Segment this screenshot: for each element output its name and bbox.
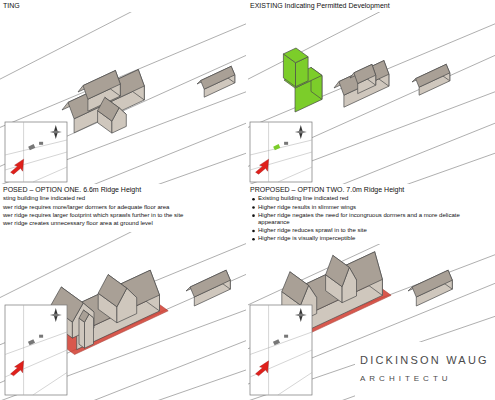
- north-point: [50, 314, 62, 317]
- panel-permitted: [248, 12, 495, 184]
- site-line: [384, 146, 495, 184]
- view-arrow: [256, 361, 269, 376]
- site-line: [135, 146, 246, 184]
- north-point: [50, 131, 62, 134]
- view-arrow: [256, 159, 269, 174]
- map-line: [250, 350, 312, 377]
- site-line: [248, 15, 495, 135]
- map-building: [284, 142, 288, 145]
- site-line: [135, 363, 246, 400]
- logo-text: DICKINSON WAUG: [360, 354, 489, 367]
- bullet-note: wer ridge requires more/larger dormers f…: [3, 204, 243, 211]
- map-line: [278, 373, 312, 396]
- roof-plane: [339, 61, 389, 96]
- view-arrow: [11, 361, 24, 376]
- location-inset: [5, 122, 67, 182]
- map-line: [33, 167, 67, 182]
- roof-plane: [201, 66, 235, 89]
- panel-existing: [0, 12, 246, 184]
- location-inset: [5, 305, 67, 395]
- site-line: [248, 84, 495, 184]
- panel-option-two: [248, 244, 495, 400]
- map-line: [268, 122, 269, 182]
- map-line: [5, 140, 67, 155]
- map-building: [273, 144, 280, 150]
- map-line: [5, 332, 67, 355]
- map-line: [5, 152, 67, 170]
- map-building: [284, 335, 288, 338]
- site-line: [0, 15, 246, 135]
- block-top: [283, 48, 308, 63]
- view-arrow: [11, 159, 24, 174]
- roof-plane: [326, 255, 350, 286]
- map-line: [278, 167, 312, 182]
- bullet-dot: [252, 230, 255, 233]
- bullet-dot: [252, 214, 255, 217]
- panel-heading: EXISTING Indicating Permitted Developmen…: [250, 2, 490, 10]
- north-point: [295, 131, 307, 134]
- panel-heading: POSED – OPTION ONE. 6.6m Ridge Height: [3, 186, 243, 194]
- bullet-note: Higher ridge negates the need for incong…: [258, 212, 490, 226]
- location-inset: [250, 305, 312, 395]
- map-line: [250, 152, 312, 170]
- map-building: [28, 339, 35, 345]
- map-line: [5, 350, 67, 377]
- bullet-note: sting building line indicated red: [3, 195, 243, 202]
- bullet-dot: [252, 206, 255, 209]
- roof-plane: [190, 270, 230, 297]
- logo-ground: [355, 342, 495, 400]
- map-building: [28, 144, 35, 150]
- location-inset: [250, 122, 312, 182]
- map-building: [39, 142, 43, 145]
- roof-plane: [79, 310, 89, 322]
- bullet-note: Higher ridge results in slimmer wings: [258, 204, 490, 211]
- map-line: [23, 305, 24, 395]
- roof-plane: [282, 272, 309, 305]
- site-line: [322, 115, 495, 184]
- wall-face: [79, 318, 85, 348]
- site-line: [74, 115, 246, 184]
- map-line: [33, 373, 67, 396]
- bullet-note: wer ridge requires larger footprint whic…: [3, 212, 243, 219]
- map-line: [250, 140, 312, 155]
- panel-option-one: [0, 232, 246, 400]
- panel-heading: PROPOSED – OPTION TWO. 7.0m Ridge Height: [250, 186, 490, 194]
- site-line: [322, 338, 495, 400]
- bullet-dot: [252, 238, 255, 241]
- map-building: [39, 335, 43, 338]
- map-line: [23, 122, 24, 182]
- panel-heading: TING: [3, 2, 203, 10]
- bullet-note: Higher ridge is visually imperceptible: [258, 235, 490, 242]
- bullet-dot: [252, 198, 255, 201]
- map-line: [268, 305, 269, 395]
- roof-plane: [354, 64, 376, 83]
- north-point: [295, 314, 307, 317]
- bullet-note: wer ridge creates unnecessary floor area…: [3, 220, 243, 227]
- map-line: [250, 332, 312, 355]
- bullet-note: Higher ridge reduces sprawl in to the si…: [258, 227, 490, 234]
- roof-plane: [98, 275, 127, 307]
- roof-plane: [83, 71, 120, 100]
- roof-plane: [416, 64, 450, 87]
- roof-plane: [98, 97, 120, 121]
- map-building: [273, 339, 280, 345]
- roof-plane: [412, 270, 452, 297]
- bullet-note: Existing building line indicated red: [258, 195, 490, 202]
- logo-text: ARCHITECTU: [360, 374, 452, 384]
- site-line: [0, 84, 246, 184]
